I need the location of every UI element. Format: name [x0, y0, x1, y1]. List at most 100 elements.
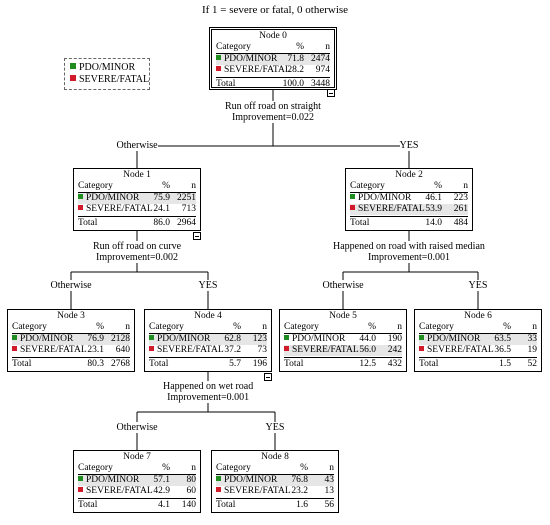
total-divider — [350, 216, 468, 217]
column-header-category: Category — [78, 181, 113, 191]
branch-label: YES — [265, 422, 285, 433]
percent-value: 71.8 — [287, 54, 304, 64]
node-title: Node 7 — [123, 452, 151, 462]
column-header-category: Category — [78, 463, 113, 473]
category-pdo-minor: PDO/MINOR — [78, 193, 139, 204]
total-label: Total — [350, 218, 370, 228]
green-square-icon — [12, 335, 17, 340]
green-square-icon — [284, 335, 289, 340]
category-severe-fatal: SEVERE/FATAL — [78, 486, 153, 497]
column-header-category: Category — [350, 181, 385, 191]
category-label: SEVERE/FATAL — [86, 486, 153, 496]
collapse-icon[interactable] — [327, 89, 335, 97]
count-value: 80 — [186, 475, 197, 485]
node-title: Node 4 — [194, 311, 222, 321]
green-square-icon — [70, 63, 76, 69]
red-square-icon — [216, 66, 221, 71]
node-title: Node 1 — [123, 170, 151, 180]
percent-value: 75.9 — [153, 193, 170, 203]
category-label: PDO/MINOR — [86, 475, 140, 485]
header-row: Category%n — [419, 322, 537, 333]
category-label: SEVERE/FATAL — [292, 345, 359, 355]
column-header-percent: % — [162, 463, 170, 473]
percent-value: 80.3 — [87, 359, 104, 369]
header-row: Category%n — [78, 181, 196, 192]
total-label: Total — [216, 79, 236, 89]
count-value: 242 — [387, 345, 402, 355]
split-improvement: Improvement=0.001 — [167, 392, 250, 403]
count-value: 13 — [324, 486, 335, 496]
count-value: 640 — [115, 345, 130, 355]
header-divider — [350, 192, 468, 193]
percent-value: 28.2 — [287, 65, 304, 75]
category-label: PDO/MINOR — [224, 54, 278, 64]
column-header-percent: % — [233, 322, 241, 332]
branch-label: YES — [198, 280, 218, 291]
count-value: 56 — [324, 500, 335, 510]
column-header-percent: % — [96, 322, 104, 332]
category-pdo-minor: PDO/MINOR — [350, 193, 411, 204]
green-square-icon — [149, 335, 154, 340]
collapse-icon[interactable] — [193, 232, 201, 240]
green-square-icon — [216, 476, 221, 481]
legend-item-pdo-minor: PDO/MINOR — [70, 62, 135, 74]
count-value: 2964 — [177, 218, 196, 228]
percent-value: 57.1 — [153, 475, 170, 485]
header-divider — [216, 474, 334, 475]
percent-value: 23.2 — [291, 486, 308, 496]
percent-value: 1.5 — [499, 359, 511, 369]
column-header-n: n — [125, 322, 130, 332]
category-label: SEVERE/FATAL — [157, 345, 224, 355]
collapse-icon[interactable] — [264, 373, 272, 381]
green-square-icon — [419, 335, 424, 340]
count-value: 123 — [252, 334, 267, 344]
red-square-icon — [149, 346, 154, 351]
total-divider — [216, 498, 334, 499]
percent-value: 36.5 — [494, 345, 511, 355]
category-severe-fatal: SEVERE/FATAL — [12, 345, 87, 356]
node-title: Node 0 — [259, 31, 287, 41]
count-value: 196 — [252, 359, 267, 369]
percent-value: 23.1 — [87, 345, 104, 355]
column-header-category: Category — [216, 42, 251, 52]
count-value: 3448 — [311, 79, 330, 89]
category-label: SEVERE/FATAL — [427, 345, 494, 355]
percent-value: 1.6 — [296, 500, 308, 510]
header-row: Category%n — [284, 322, 402, 333]
split-variable: Happened on wet road — [163, 381, 254, 392]
column-header-n: n — [325, 42, 330, 52]
diagram-title: If 1 = severe or fatal, 0 otherwise — [201, 4, 349, 16]
red-square-icon — [70, 75, 76, 81]
column-header-n: n — [397, 322, 402, 332]
category-label: SEVERE/FATAL — [224, 486, 291, 496]
red-square-icon — [216, 487, 221, 492]
category-severe-fatal: SEVERE/FATAL — [78, 204, 153, 215]
column-header-category: Category — [284, 322, 319, 332]
column-header-category: Category — [149, 322, 184, 332]
count-value: 60 — [186, 486, 197, 496]
category-label: PDO/MINOR — [427, 334, 481, 344]
node-title: Node 6 — [464, 311, 492, 321]
legend-item-severe-fatal: SEVERE/FATAL — [70, 74, 149, 86]
category-severe-fatal: SEVERE/FATAL — [284, 345, 359, 356]
